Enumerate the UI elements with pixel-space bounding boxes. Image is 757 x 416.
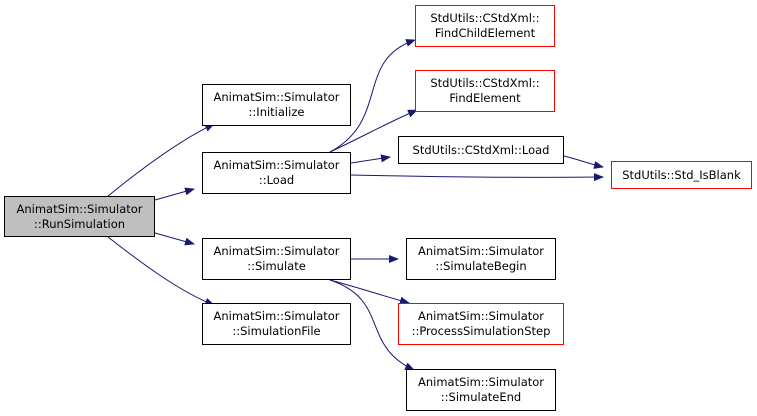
edge-simulate-to-simend — [329, 279, 415, 371]
node-run-simulation-line2: ::RunSimulation — [33, 216, 126, 231]
node-find-element[interactable]: StdUtils::CStdXml:: FindElement — [415, 70, 555, 112]
node-process-simulation-step-line1: AnimatSim::Simulator — [417, 309, 545, 323]
node-simulate-line2: ::Simulate — [247, 259, 306, 273]
node-load-line1: AnimatSim::Simulator — [213, 158, 340, 172]
node-find-element-line2: FindElement — [449, 91, 521, 105]
node-initialize-line2: ::Initialize — [248, 105, 305, 119]
edge-run-to-simulate — [154, 232, 195, 246]
node-find-element-line1: StdUtils::CStdXml:: — [430, 76, 540, 90]
node-std-is-blank[interactable]: StdUtils::Std_IsBlank — [611, 161, 752, 189]
edge-load-to-findelement — [329, 109, 418, 153]
node-simulate-end-line2: ::SimulateEnd — [440, 390, 522, 404]
node-run-simulation-line1: AnimatSim::Simulator — [16, 201, 143, 216]
node-simulate-begin[interactable]: AnimatSim::Simulator ::SimulateBegin — [406, 238, 556, 280]
node-simulation-file-line1: AnimatSim::Simulator — [213, 309, 340, 323]
edge-load-to-xmlload — [350, 154, 391, 164]
node-load-line2: ::Load — [258, 173, 295, 187]
edge-xmlload-to-isblank — [563, 155, 604, 169]
node-xml-load[interactable]: StdUtils::CStdXml::Load — [398, 136, 564, 164]
node-initialize[interactable]: AnimatSim::Simulator ::Initialize — [202, 84, 351, 126]
node-load[interactable]: AnimatSim::Simulator ::Load — [202, 152, 351, 194]
node-simulate-begin-line1: AnimatSim::Simulator — [417, 244, 545, 258]
edge-load-to-isblank — [350, 173, 604, 182]
node-find-child-element-line2: FindChildElement — [434, 26, 536, 40]
node-find-child-element[interactable]: StdUtils::CStdXml:: FindChildElement — [415, 5, 555, 47]
node-simulate-line1: AnimatSim::Simulator — [213, 244, 340, 258]
node-simulation-file-line2: ::SimulationFile — [232, 324, 321, 338]
node-find-child-element-line1: StdUtils::CStdXml:: — [430, 11, 540, 25]
node-simulate-end-line1: AnimatSim::Simulator — [417, 375, 545, 389]
edge-simulate-to-process — [329, 279, 410, 305]
node-xml-load-label: StdUtils::CStdXml::Load — [412, 142, 550, 157]
node-run-simulation: AnimatSim::Simulator ::RunSimulation — [4, 196, 155, 237]
node-initialize-line1: AnimatSim::Simulator — [213, 90, 340, 104]
node-simulate-begin-line2: ::SimulateBegin — [435, 259, 527, 273]
edge-load-to-findchild — [329, 39, 416, 153]
edge-run-to-load — [154, 187, 195, 201]
node-simulate-end[interactable]: AnimatSim::Simulator ::SimulateEnd — [406, 369, 556, 411]
node-simulate[interactable]: AnimatSim::Simulator ::Simulate — [202, 238, 351, 280]
node-std-is-blank-label: StdUtils::Std_IsBlank — [622, 167, 741, 182]
node-process-simulation-step-line2: ::ProcessSimulationStep — [411, 324, 551, 338]
node-simulation-file[interactable]: AnimatSim::Simulator ::SimulationFile — [202, 303, 351, 345]
edge-run-to-initialize — [107, 123, 215, 197]
edge-run-to-simfile — [107, 236, 215, 306]
node-process-simulation-step[interactable]: AnimatSim::Simulator ::ProcessSimulation… — [398, 303, 564, 345]
